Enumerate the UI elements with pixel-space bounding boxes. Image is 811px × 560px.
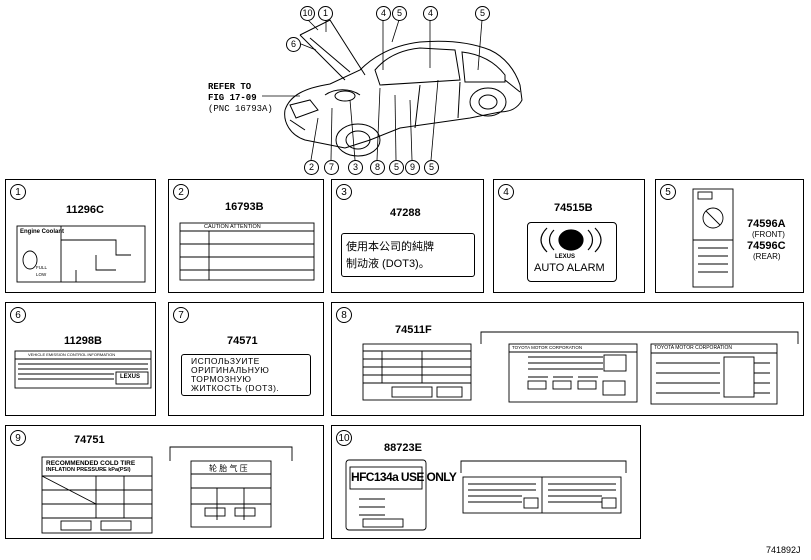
callout-4a: 4 [376, 6, 391, 21]
coolant-label-drawing [16, 225, 146, 283]
panel-7: 7 74571 ИСПОЛЬЗУИТЕ ОРИГИНАЛЬНУЮ ТОРМОЗН… [168, 302, 324, 416]
tire-line2: INFLATION PRESSURE kPa(PSI) [46, 467, 131, 473]
panel-number: 3 [336, 184, 352, 200]
refer-to-line2: FIG 17-09 [208, 93, 257, 103]
refer-to-line1: REFER TO [208, 82, 252, 92]
car-illustration [262, 19, 523, 161]
ac-label-alt [462, 476, 622, 514]
panel-number: 10 [336, 430, 352, 446]
lexus-brand: LEXUS [555, 254, 576, 260]
cn-line1: 使用本公司的純牌 [346, 241, 434, 253]
part-number: 74515B [554, 202, 593, 214]
panel-1: 1 11296C Engine Coolant FULL LOW [5, 179, 156, 293]
part-number: 74511F [395, 324, 432, 336]
panel-number: 5 [660, 184, 676, 200]
hfc-text: HFC134a USE ONLY [351, 470, 457, 484]
ru-line2: ОРИГИНАЛЬНУЮ [191, 365, 270, 375]
panel-9: 9 74751 RECOMMENDED COLD TIRE INFLATION … [5, 425, 324, 539]
figure-id: 741892J [766, 545, 801, 555]
coolant-text: Engine Coolant [20, 229, 64, 235]
part-number-front: 74596A [747, 218, 786, 230]
part-number: 11298B [64, 335, 102, 347]
callout-6: 6 [286, 37, 301, 52]
front-text: (FRONT) [752, 230, 785, 239]
tire-label-en [41, 456, 153, 534]
panel-number: 2 [173, 184, 189, 200]
panel-8: 8 74511F TOYOTA MOTOR CORPORATION [331, 302, 804, 416]
callout-5a: 5 [392, 6, 407, 21]
panel-number: 6 [10, 307, 26, 323]
part-number: 16793B [225, 201, 264, 213]
vin-label-b [508, 343, 638, 403]
emission-label-drawing [14, 350, 152, 389]
callout-10: 10 [300, 6, 315, 21]
ru-line1: ИСПОЛЬЗУИТЕ [191, 356, 260, 366]
ac-label [345, 459, 427, 531]
callout-5b: 5 [475, 6, 490, 21]
panel-5: 5 74596A (FRONT) 74596C (REAR) [655, 179, 804, 293]
panel-6: 6 11298B VEHICLE EMISSION CONTROL INFORM… [5, 302, 156, 416]
refer-to-line3: (PNC 16793A) [208, 104, 273, 114]
panel-number: 4 [498, 184, 514, 200]
part-number: 11296C [66, 204, 104, 216]
part-number: 74751 [74, 434, 105, 446]
vin-label-a [362, 343, 472, 401]
caution-label-drawing [179, 222, 315, 281]
callout-5c: 5 [389, 160, 404, 175]
emission-header: VEHICLE EMISSION CONTROL INFORMATION [28, 352, 116, 357]
panel-number: 7 [173, 307, 189, 323]
part-number: 88723E [384, 442, 422, 454]
callout-5d: 5 [424, 160, 439, 175]
variant-bracket [169, 446, 293, 461]
auto-alarm-text: AUTO ALARM [534, 262, 605, 274]
caution-header: CAUTION ATTENTION [204, 224, 261, 230]
auto-alarm-label [527, 222, 617, 282]
tag-label-drawing [692, 188, 734, 288]
full-text: FULL [36, 265, 48, 270]
panel-2: 2 16793B CAUTION ATTENTION [168, 179, 324, 293]
callout-9: 9 [405, 160, 420, 175]
callout-8: 8 [370, 160, 385, 175]
panel-number: 1 [10, 184, 26, 200]
rear-text: (REAR) [753, 252, 781, 261]
vin-label-c [650, 343, 778, 405]
variant-bracket [480, 331, 799, 344]
alarm-icon [540, 227, 602, 253]
panel-number: 8 [336, 307, 352, 323]
ru-line4: ЖИТКОСТЬ (DOT3). [191, 383, 280, 393]
callout-3: 3 [348, 160, 363, 175]
part-number: 74571 [227, 335, 258, 347]
tire-label-cn [190, 460, 272, 528]
lexus-brand: LEXUS [120, 374, 141, 380]
tire-line1: RECOMMENDED COLD TIRE [46, 460, 136, 467]
callout-1: 1 [318, 6, 333, 21]
callout-7: 7 [324, 160, 339, 175]
cn-line2: 制动液 (DOT3)。 [346, 258, 430, 270]
panel-10: 10 88723E HFC134a USE ONLY [331, 425, 641, 539]
panel-3: 3 47288 使用本公司的純牌 制动液 (DOT3)。 [331, 179, 484, 293]
variant-bracket [460, 460, 627, 473]
callout-2: 2 [304, 160, 319, 175]
part-number: 47288 [390, 207, 421, 219]
label-c-header: TOYOTA MOTOR CORPORATION [654, 345, 732, 351]
part-number-rear: 74596C [747, 240, 786, 252]
low-text: LOW [36, 272, 47, 277]
panel-number: 9 [10, 430, 26, 446]
tire-cn-text: 轮 胎 气 压 [209, 464, 248, 473]
ru-line3: ТОРМОЗНУЮ [191, 374, 252, 384]
callout-4b: 4 [423, 6, 438, 21]
brake-fluid-label-ru [181, 354, 311, 396]
brake-fluid-label-cn [341, 233, 475, 277]
panel-4: 4 74515B LEXUS AUTO ALARM [493, 179, 645, 293]
label-b-header: TOYOTA MOTOR CORPORATION [512, 345, 583, 350]
